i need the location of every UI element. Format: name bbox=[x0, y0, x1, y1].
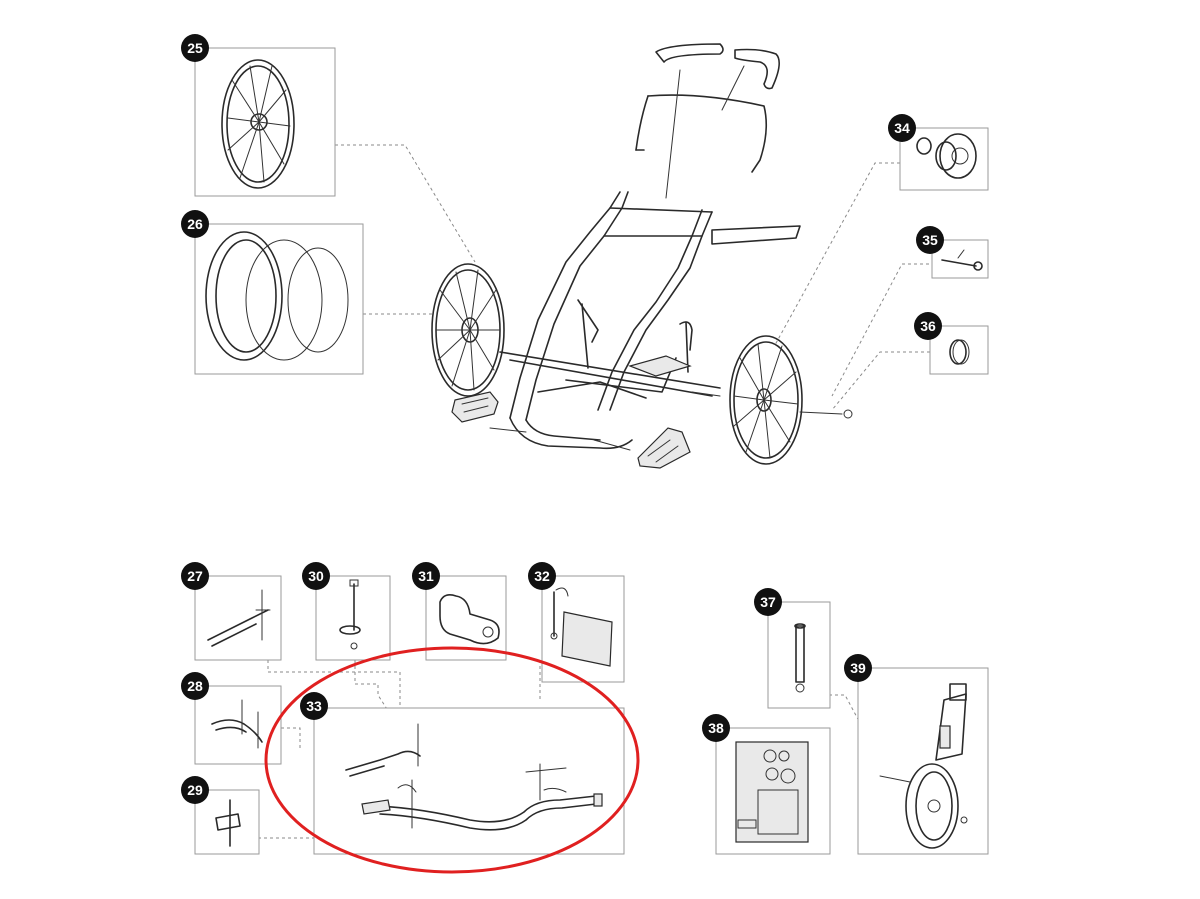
part-34-hub bbox=[899, 127, 989, 191]
part-31-clamp bbox=[425, 575, 507, 661]
svg-text:36: 36 bbox=[920, 318, 936, 334]
callout-31: 31 bbox=[412, 562, 440, 590]
svg-text:39: 39 bbox=[850, 660, 866, 676]
svg-text:37: 37 bbox=[760, 594, 776, 610]
callout-39: 39 bbox=[844, 654, 872, 682]
callout-37: 37 bbox=[754, 588, 782, 616]
callout-34: 34 bbox=[888, 114, 916, 142]
svg-text:35: 35 bbox=[922, 232, 938, 248]
part-36-cap bbox=[929, 325, 989, 375]
svg-text:33: 33 bbox=[306, 698, 322, 714]
svg-text:31: 31 bbox=[418, 568, 434, 584]
svg-text:27: 27 bbox=[187, 568, 203, 584]
svg-text:26: 26 bbox=[187, 216, 203, 232]
part-32-pin-and-card bbox=[541, 575, 625, 683]
part-37-bolt bbox=[767, 601, 831, 709]
right-wheel bbox=[729, 335, 853, 465]
part-29-bolt bbox=[194, 789, 260, 855]
callout-28: 28 bbox=[181, 672, 209, 700]
svg-text:25: 25 bbox=[187, 40, 203, 56]
part-28-strap-set bbox=[194, 685, 282, 765]
callout-32: 32 bbox=[528, 562, 556, 590]
callout-26: 26 bbox=[181, 210, 209, 238]
callout-35: 35 bbox=[916, 226, 944, 254]
part-26-tire-and-tube bbox=[194, 223, 364, 375]
svg-text:38: 38 bbox=[708, 720, 724, 736]
part-30-bolt-set bbox=[315, 575, 391, 661]
callout-25: 25 bbox=[181, 34, 209, 62]
left-wheel bbox=[431, 263, 505, 397]
part-38-manual-packet bbox=[715, 727, 831, 855]
callout-29: 29 bbox=[181, 776, 209, 804]
frame-assembly bbox=[451, 43, 801, 469]
part-33-tow-bar bbox=[313, 707, 625, 855]
svg-text:32: 32 bbox=[534, 568, 550, 584]
svg-text:28: 28 bbox=[187, 678, 203, 694]
callout-badges: 25 26 27 28 29 30 31 32 33 34 35 36 37 3… bbox=[181, 34, 944, 804]
callout-27: 27 bbox=[181, 562, 209, 590]
callout-38: 38 bbox=[702, 714, 730, 742]
part-39-front-wheel bbox=[857, 667, 989, 855]
callout-30: 30 bbox=[302, 562, 330, 590]
svg-text:34: 34 bbox=[894, 120, 910, 136]
callout-36: 36 bbox=[914, 312, 942, 340]
svg-text:30: 30 bbox=[308, 568, 324, 584]
part-27-strap bbox=[194, 575, 282, 661]
highlight-ellipse bbox=[264, 646, 640, 874]
part-25-wheel bbox=[194, 47, 336, 197]
callout-33: 33 bbox=[300, 692, 328, 720]
svg-text:29: 29 bbox=[187, 782, 203, 798]
